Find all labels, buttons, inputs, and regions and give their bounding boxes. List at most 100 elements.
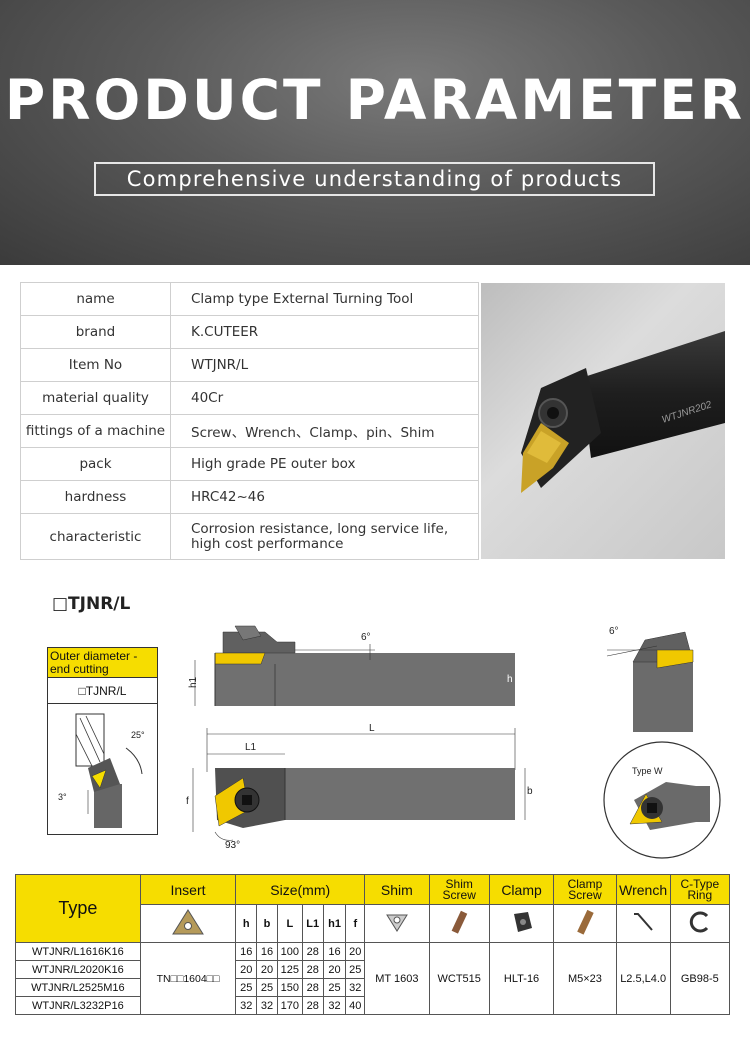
size-col-L: L [276, 904, 303, 943]
size-L: 125 [276, 960, 303, 979]
size-h1: 20 [322, 960, 347, 979]
side-view-drawing: 6° h1 h [188, 625, 515, 706]
size-f: 20 [345, 942, 366, 961]
end-view-drawing: 6° [606, 626, 694, 732]
dim-h1: h1 [188, 676, 199, 688]
shim-screw-icon [451, 910, 468, 934]
header-type: Type [15, 874, 141, 943]
shim-icon-cell [364, 904, 430, 943]
banner-subtitle: Comprehensive understanding of products [94, 162, 655, 196]
ring-icon-cell [669, 904, 731, 943]
spec-value: Clamp type External Turning Tool [170, 282, 479, 316]
size-L1: 28 [301, 942, 324, 961]
size-b: 16 [256, 942, 278, 961]
size-f: 40 [345, 996, 366, 1015]
dim-f: f [186, 796, 189, 807]
size-b: 32 [256, 996, 278, 1015]
angle-93: 93° [225, 840, 240, 851]
shim-screw-value: WCT515 [428, 942, 490, 1015]
header-clamp-screw-1: Clamp [567, 876, 603, 891]
spec-key: fittings of a machine [20, 414, 171, 448]
dim-h: h [507, 674, 513, 685]
model-cell: WTJNR/L2020K16 [15, 960, 141, 979]
clamp-screw-value: M5×23 [553, 942, 617, 1015]
header-shim: Shim [364, 874, 430, 905]
wrench-value: L2.5,L4.0 [615, 942, 671, 1015]
clamp-icon-cell [488, 904, 555, 943]
top-view-drawing: L L1 f b 93° [186, 723, 533, 851]
product-photo: WTJNR202 [481, 283, 725, 559]
spec-value: HRC42~46 [170, 480, 479, 514]
legend-box: Outer diameter - end cutting □TJNR/L 25°… [47, 647, 158, 835]
size-h: 25 [235, 978, 258, 997]
insert-icon-cell [139, 904, 237, 943]
spec-value: K.CUTEER [170, 315, 479, 349]
wrench-icon-cell [615, 904, 671, 943]
dim-L: L [369, 723, 375, 734]
spec-key: name [20, 282, 171, 316]
spec-value: 40Cr [170, 381, 479, 415]
header-clamp-screw-2: Screw [568, 887, 602, 902]
clamp-icon [513, 912, 532, 932]
spec-value: WTJNR/L [170, 348, 479, 382]
size-f: 32 [345, 978, 366, 997]
spec-key: pack [20, 447, 171, 481]
spec-value: High grade PE outer box [170, 447, 479, 481]
spec-value-text: Corrosion resistance, long service life,… [191, 520, 449, 552]
clamp-screw-icon [577, 909, 594, 935]
wrench-icon [634, 913, 653, 931]
shim-value: MT 1603 [364, 942, 430, 1015]
banner-title: PRODUCT PARAMETER [4, 68, 746, 132]
model-cell: WTJNR/L2525M16 [15, 978, 141, 997]
size-h1: 25 [322, 978, 347, 997]
spec-key: material quality [20, 381, 171, 415]
size-L: 170 [276, 996, 303, 1015]
shim-screw-icon-cell [428, 904, 490, 943]
size-f: 25 [345, 960, 366, 979]
header-ring-2: Ring [687, 887, 713, 902]
header-clamp: Clamp [488, 874, 555, 905]
size-col-L1: L1 [301, 904, 324, 943]
size-h1: 16 [322, 942, 347, 961]
size-L1: 28 [301, 960, 324, 979]
size-L: 100 [276, 942, 303, 961]
spec-key: Item No [20, 348, 171, 382]
header-insert: Insert [139, 874, 237, 905]
ring-value: GB98-5 [669, 942, 731, 1015]
clamp-screw-icon-cell [553, 904, 617, 943]
header-ring-1: C-Type [680, 876, 720, 891]
legend-title: Outer diameter - end cutting [48, 648, 157, 678]
size-h: 20 [235, 960, 258, 979]
c-ring-icon [689, 911, 708, 933]
spec-row: characteristic Corrosion resistance, long… [20, 513, 479, 560]
header-shim-screw-2: Screw [442, 887, 476, 902]
type-w-label: Type W [632, 766, 663, 776]
size-col-h1: h1 [322, 904, 347, 943]
angle-6-side: 6° [361, 632, 371, 643]
angle-3: 3° [58, 792, 67, 802]
series-label: □TJNR/L [52, 594, 131, 614]
header-wrench: Wrench [615, 874, 671, 905]
size-h1: 32 [322, 996, 347, 1015]
triangle-insert-icon [172, 909, 204, 935]
size-b: 20 [256, 960, 278, 979]
spec-key: characteristic [20, 513, 171, 560]
banner: PRODUCT PARAMETER Comprehensive understa… [0, 0, 750, 265]
dim-b: b [527, 786, 533, 797]
size-b: 25 [256, 978, 278, 997]
clamp-value: HLT-16 [488, 942, 555, 1015]
type-w-detail: Type W [603, 741, 721, 859]
size-h: 32 [235, 996, 258, 1015]
model-cell: WTJNR/L1616K16 [15, 942, 141, 961]
size-L: 150 [276, 978, 303, 997]
spec-key: brand [20, 315, 171, 349]
insert-value: TN□□1604□□ [139, 942, 237, 1015]
